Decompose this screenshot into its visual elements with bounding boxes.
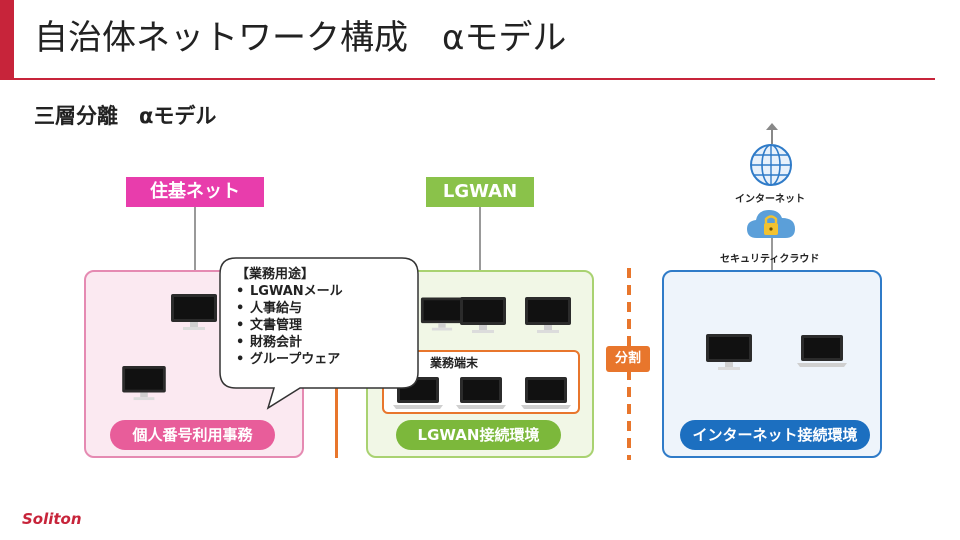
arrow-up-icon xyxy=(766,123,778,144)
brand-logo: Soliton xyxy=(22,510,82,528)
callout-item: 財務会計 xyxy=(236,334,343,351)
cloud-lock-icon xyxy=(747,210,795,238)
internet-connector xyxy=(771,236,773,270)
business-terminal-label: 業務端末 xyxy=(430,356,479,370)
lgwan-connector xyxy=(479,207,481,270)
monitor-icon xyxy=(460,297,506,333)
monitor-icon xyxy=(420,297,464,331)
internet-env-pill: インターネット接続環境 xyxy=(680,420,870,450)
page-title: 自治体ネットワーク構成 αモデル xyxy=(34,18,567,58)
title-accent-bar xyxy=(0,0,14,78)
lgwan-env-pill: LGWAN接続環境 xyxy=(396,420,561,450)
split-badge: 分割 xyxy=(606,346,650,372)
laptop-icon xyxy=(521,377,571,409)
title-divider xyxy=(0,78,935,80)
section-subtitle: 三層分離 αモデル xyxy=(34,104,217,128)
callout-text: 【業務用途】 LGWANメール 人事給与 文書管理 財務会計 グループウェア xyxy=(236,266,343,368)
security-cloud-label: セキュリティクラウド xyxy=(720,254,820,265)
juki-connector xyxy=(194,207,196,270)
globe-icon xyxy=(750,144,792,186)
callout-heading: 【業務用途】 xyxy=(236,267,315,282)
callout-item: グループウェア xyxy=(236,351,343,368)
monitor-icon xyxy=(171,294,217,330)
mynumber-env-pill: 個人番号利用事務 xyxy=(110,420,275,450)
callout-item: 人事給与 xyxy=(236,300,343,317)
laptop-icon xyxy=(456,377,506,409)
juki-net-label: 住基ネット xyxy=(126,177,264,207)
laptop-icon xyxy=(797,335,847,367)
monitor-icon xyxy=(122,365,166,401)
callout-item: 文書管理 xyxy=(236,317,343,334)
monitor-icon xyxy=(706,334,752,370)
monitor-icon xyxy=(525,297,571,333)
laptop-icon xyxy=(393,377,443,409)
lgwan-label: LGWAN xyxy=(426,177,534,207)
internet-label: インターネット xyxy=(735,194,805,205)
callout-item: LGWANメール xyxy=(236,283,343,300)
